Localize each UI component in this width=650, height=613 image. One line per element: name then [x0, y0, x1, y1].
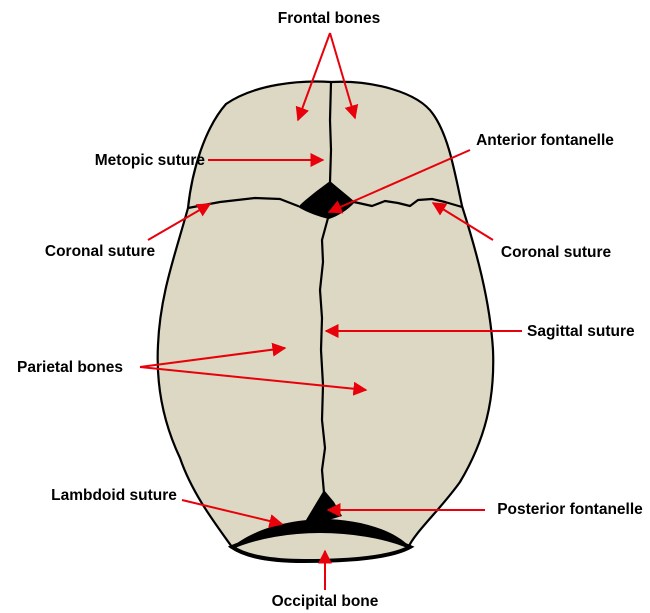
label-anterior-fontanelle: Anterior fontanelle: [476, 132, 614, 149]
metopic-suture-line: [330, 82, 331, 182]
label-coronal-suture-left: Coronal suture: [45, 243, 156, 260]
label-lambdoid-suture: Lambdoid suture: [51, 487, 177, 504]
label-frontal-bones: Frontal bones: [278, 10, 380, 27]
label-posterior-fontanelle: Posterior fontanelle: [497, 501, 643, 518]
label-occipital-bone: Occipital bone: [272, 593, 379, 610]
skull-outline: [158, 82, 494, 561]
label-coronal-suture-right: Coronal suture: [501, 244, 612, 261]
label-sagittal-suture: Sagittal suture: [527, 323, 635, 340]
label-parietal-bones: Parietal bones: [17, 359, 123, 376]
label-metopic-suture: Metopic suture: [95, 152, 206, 169]
